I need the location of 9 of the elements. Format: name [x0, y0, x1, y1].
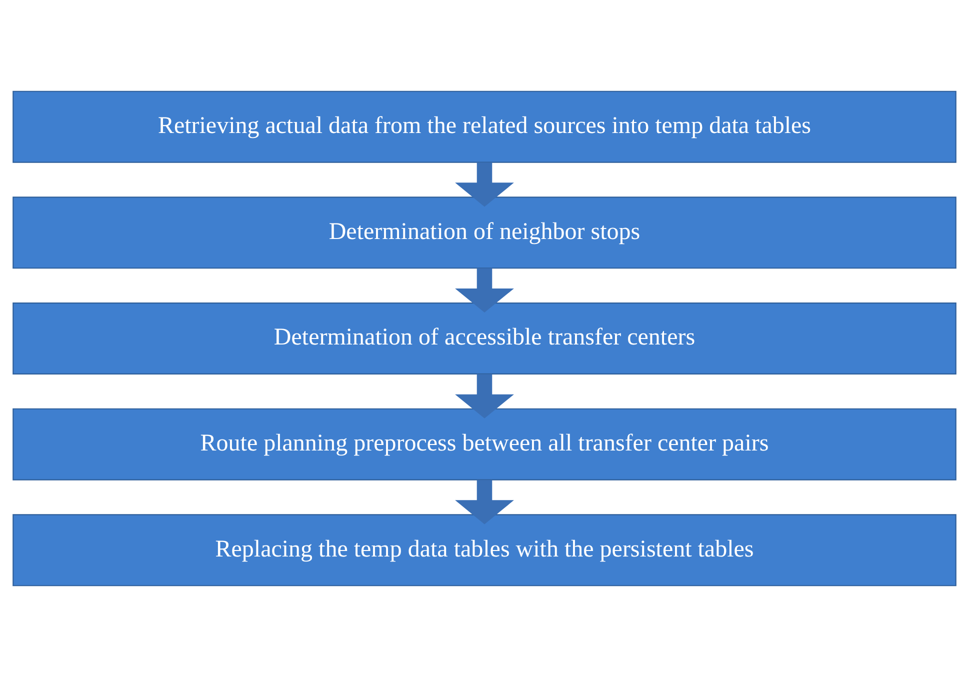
- node-box: Determination of accessible transfer centers: [12, 302, 956, 374]
- arrow: [455, 162, 514, 206]
- arrow: [455, 374, 514, 418]
- arrow: [455, 268, 514, 312]
- node-box: Retrieving actual data from the related sources into temp data tables: [12, 90, 956, 162]
- node-box: Determination of neighbor stops: [12, 196, 956, 268]
- node-box: Replacing the temp data tables with the persistent tables: [12, 514, 956, 586]
- arrow: [455, 479, 514, 524]
- node-box: Route planning preprocess between all transfer center pairs: [12, 408, 956, 480]
